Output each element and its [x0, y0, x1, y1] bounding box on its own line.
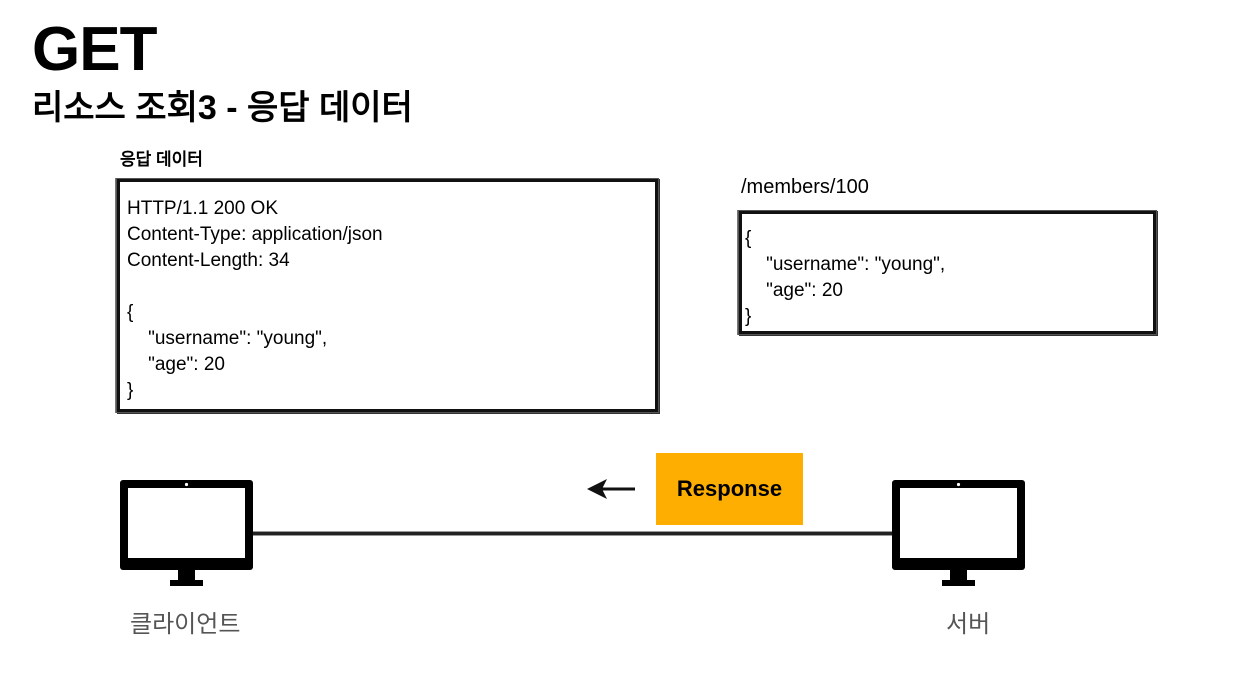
resource-line: "username": "young",	[745, 254, 946, 275]
response-line: Content-Type: application/json	[127, 224, 383, 245]
client-label: 클라이언트	[130, 611, 241, 638]
response-line: HTTP/1.1 200 OK	[127, 198, 279, 219]
response-line: }	[127, 380, 134, 401]
left-arrow-icon	[587, 479, 635, 499]
server-monitor-icon	[892, 480, 1025, 586]
page-title: GET	[32, 15, 157, 84]
resource-line: "age": 20	[745, 280, 843, 301]
resource-json-box: { "username": "young", "age": 20 }	[739, 211, 1156, 334]
response-line: Content-Length: 34	[127, 250, 290, 271]
resource-line: }	[745, 306, 752, 327]
response-line: "age": 20	[127, 354, 225, 375]
server-label: 서버	[946, 611, 991, 638]
response-line	[127, 274, 655, 300]
response-data-label: 응답 데이터	[120, 150, 203, 169]
response-line: "username": "young",	[127, 328, 328, 349]
resource-path-label: /members/100	[741, 176, 869, 198]
http-response-box: HTTP/1.1 200 OK Content-Type: applicatio…	[117, 179, 658, 412]
response-message-box: Response	[656, 453, 803, 525]
response-message-label: Response	[676, 476, 783, 501]
response-line: {	[127, 302, 134, 323]
page-subtitle: 리소스 조회3 - 응답 데이터	[32, 89, 413, 127]
client-monitor-icon	[120, 480, 253, 586]
resource-line: {	[745, 228, 752, 249]
connection-line	[253, 532, 893, 535]
